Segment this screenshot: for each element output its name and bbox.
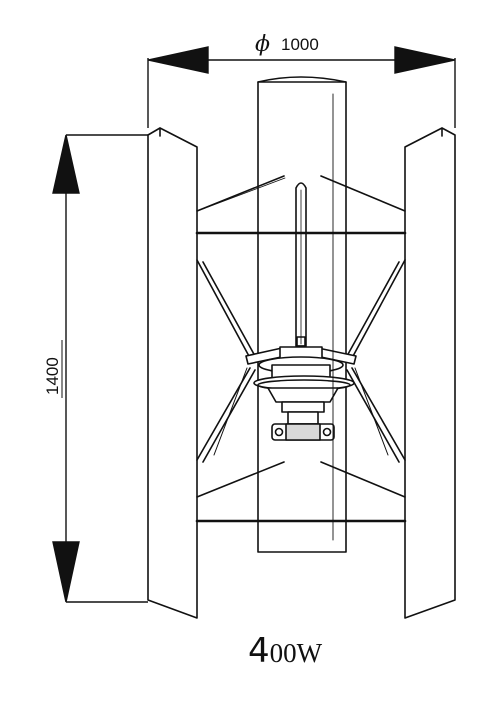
central-shaft — [295, 182, 307, 347]
caption-lead-digit: 4 — [248, 631, 270, 671]
center-blade — [257, 76, 347, 553]
diagonal-struts — [196, 259, 406, 463]
power-rating-caption: 400W — [248, 631, 323, 671]
diameter-symbol: ϕ — [255, 32, 270, 57]
height-value: 1400 — [43, 357, 62, 395]
width-dimension — [147, 46, 456, 128]
upper-struts — [196, 175, 406, 212]
lower-struts — [196, 461, 406, 498]
height-arrow-bottom — [52, 541, 80, 603]
hub-assembly — [245, 346, 357, 391]
caption-rest: 00W — [270, 638, 323, 668]
height-dimension — [52, 134, 148, 603]
left-blade — [147, 127, 198, 619]
height-arrow-top — [52, 134, 80, 194]
width-value: 1000 — [281, 35, 319, 54]
width-arrow-right — [394, 46, 456, 74]
right-blade — [404, 127, 456, 619]
generator-flange — [267, 387, 339, 441]
width-arrow-left — [147, 46, 209, 74]
